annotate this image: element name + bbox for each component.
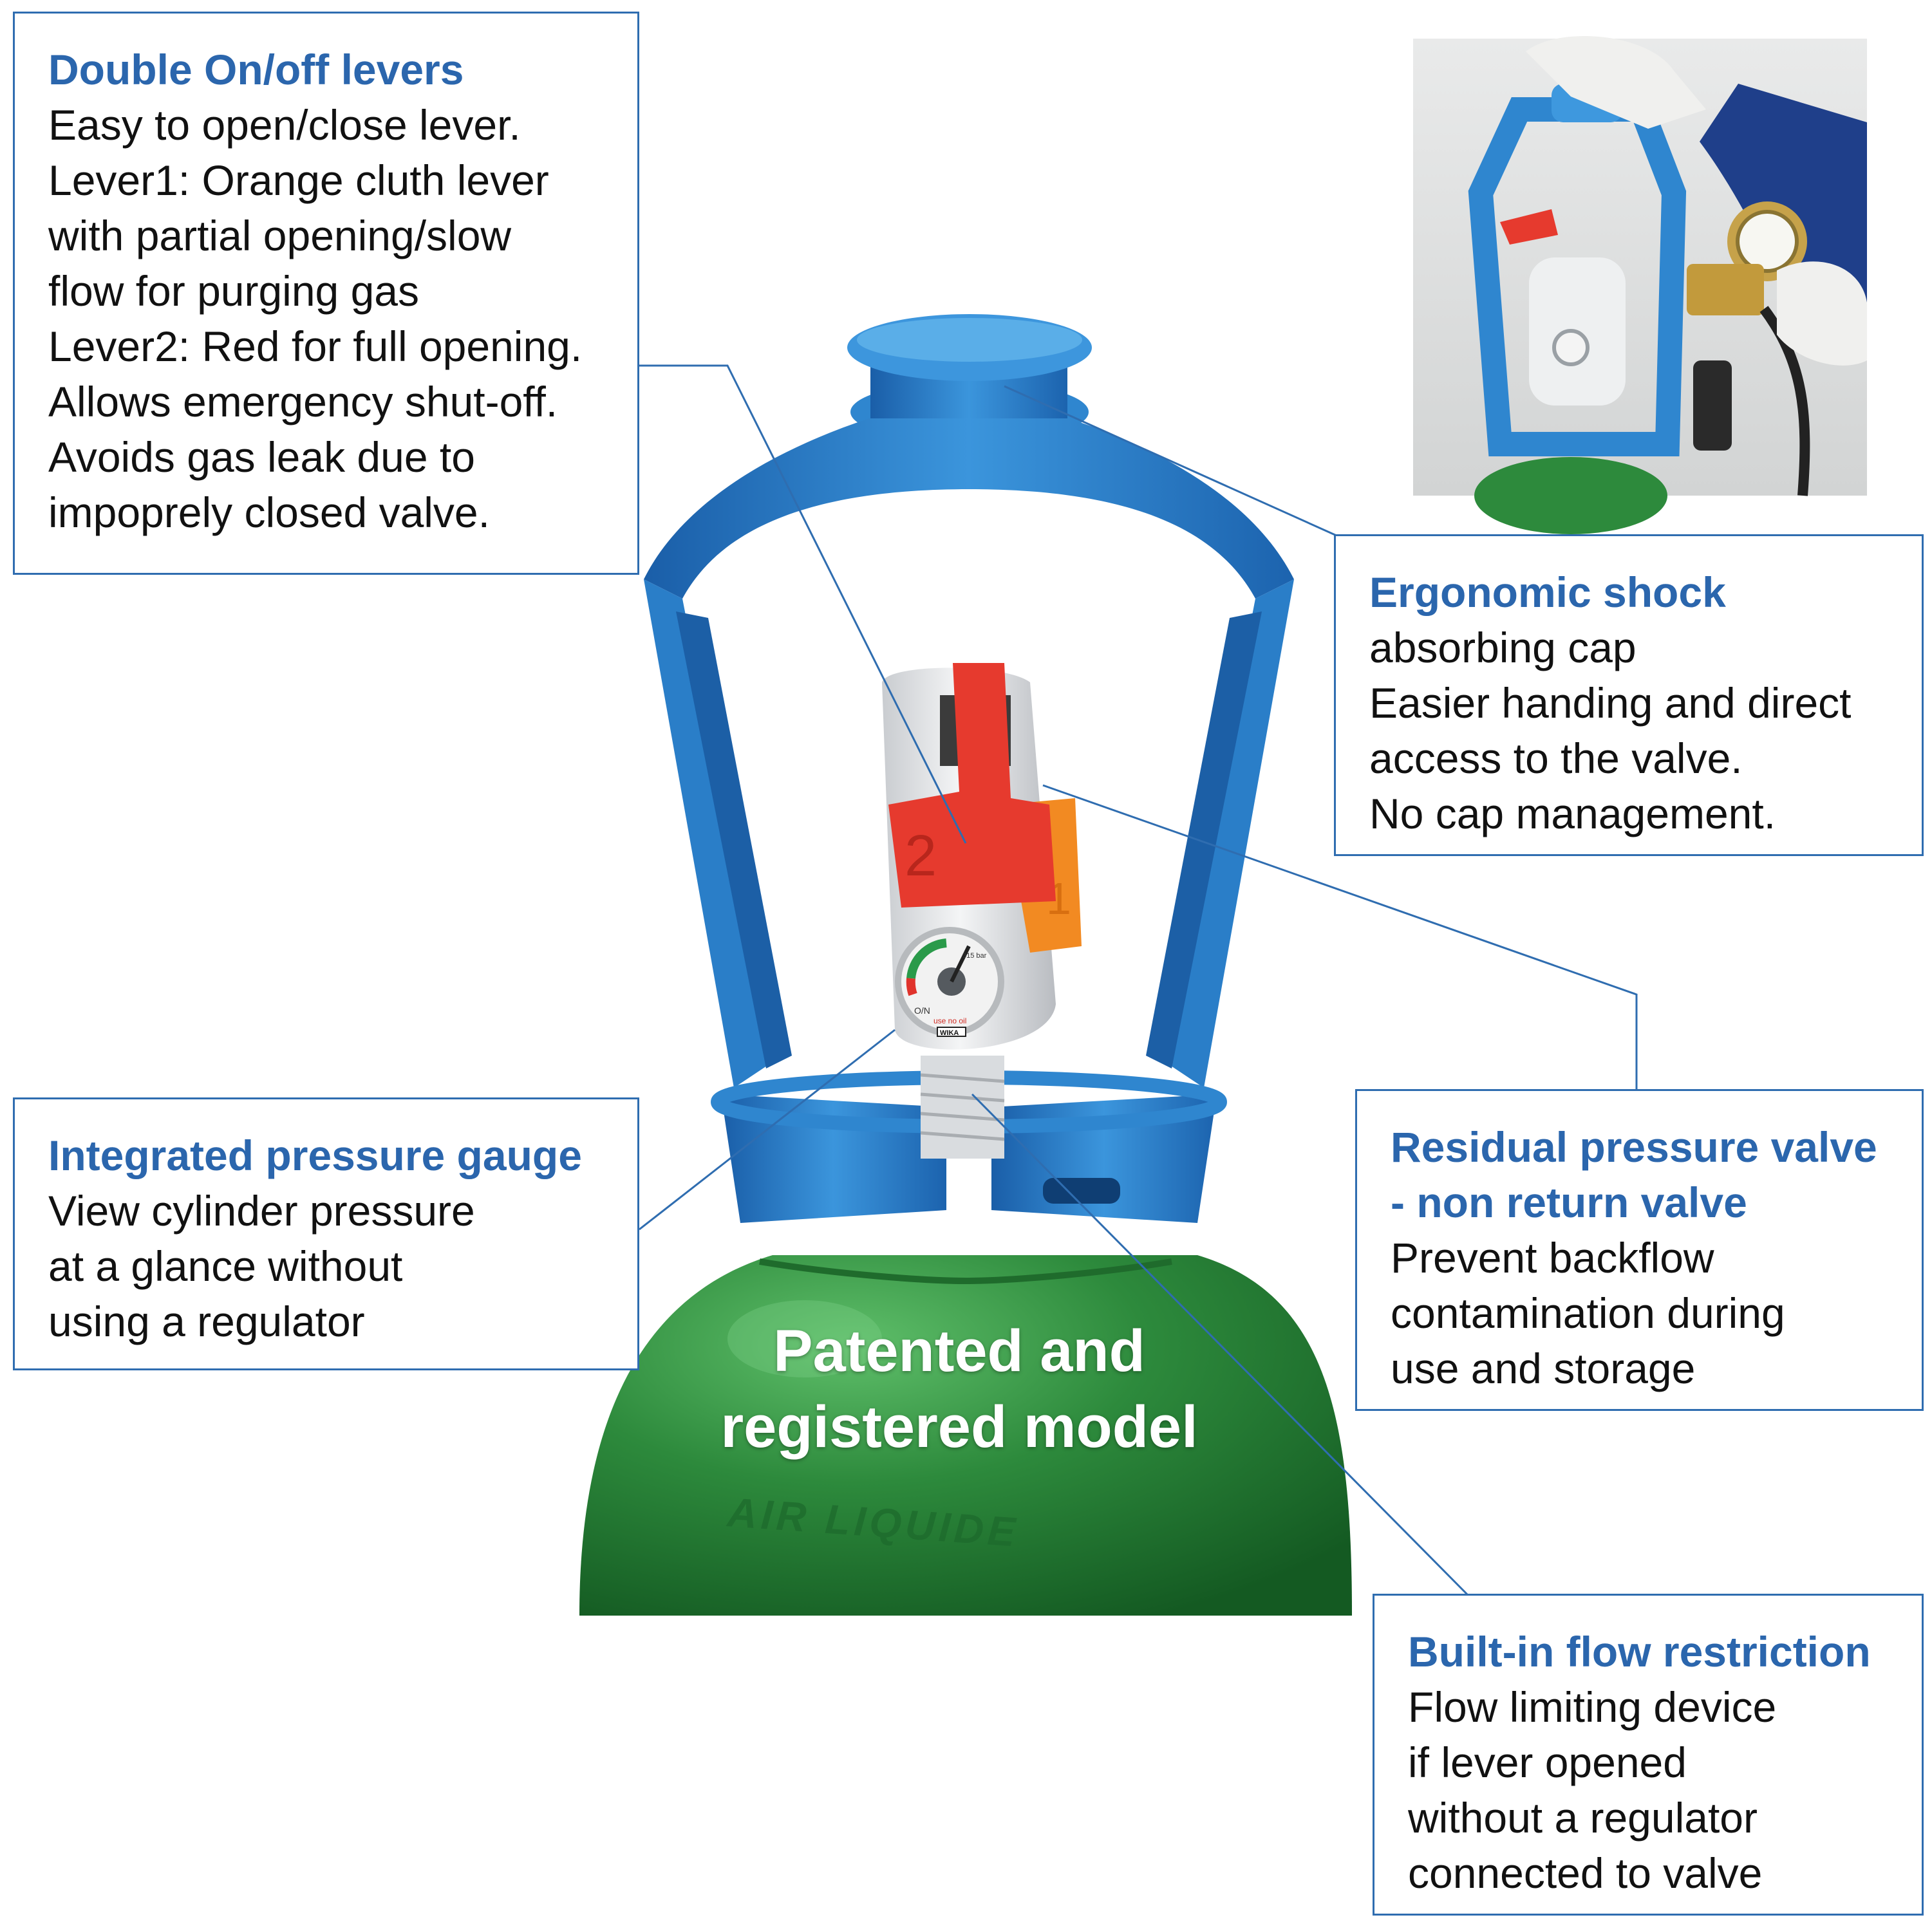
callout-line: flow for purging gas — [48, 267, 419, 315]
valve: 1 2 O/N 315 bar use no oil WIKA — [882, 663, 1082, 1159]
leader-ergonomic-cap — [1004, 385, 1337, 537]
callout-pressure-gauge: Integrated pressure gauge View cylinder … — [13, 1097, 639, 1370]
callout-line: contamination during — [1391, 1289, 1785, 1337]
patent-line-2: registered model — [720, 1394, 1198, 1460]
callout-line: Flow limiting device — [1408, 1683, 1777, 1731]
callout-title: Residual pressure valve — [1391, 1123, 1877, 1171]
leader-flow-restriction — [971, 1093, 1469, 1596]
callout-line: use and storage — [1391, 1345, 1696, 1392]
callout-line: using a regulator — [48, 1298, 365, 1345]
patent-line-1: Patented and — [773, 1318, 1145, 1384]
callout-line: Easy to open/close lever. — [48, 101, 521, 149]
callout-line: access to the valve. — [1369, 734, 1743, 782]
callout-line: No cap management. — [1369, 790, 1776, 837]
callout-title: Double On/off levers — [48, 46, 464, 93]
callout-line: at a glance without — [48, 1242, 403, 1290]
callout-title: - non return valve — [1391, 1179, 1747, 1226]
callout-title: Integrated pressure gauge — [48, 1132, 582, 1179]
red-lever: 2 — [888, 663, 1056, 908]
callout-line: with partial opening/slow — [48, 212, 512, 259]
callout-line: impoprely closed valve. — [48, 489, 490, 536]
callout-line: absorbing cap — [1369, 624, 1637, 671]
leader-double-levers — [639, 364, 967, 844]
leader-lines — [639, 364, 1638, 1596]
callout-title: Built-in flow restriction — [1408, 1628, 1871, 1675]
callout-flow-restriction: Built-in flow restriction Flow limiting … — [1373, 1594, 1924, 1916]
callout-double-levers: Double On/off levers Easy to open/close … — [13, 12, 639, 575]
callout-line: View cylinder pressure — [48, 1187, 475, 1235]
callout-line: if lever opened — [1408, 1739, 1687, 1786]
protective-cap — [644, 314, 1294, 1223]
inset-photo — [1413, 36, 1867, 534]
lever2-number: 2 — [905, 824, 937, 888]
gauge-on-label: O/N — [914, 1005, 930, 1016]
gauge-max-label: 315 bar — [962, 952, 987, 960]
gauge-brand: WIKA — [940, 1029, 959, 1037]
callout-line: without a regulator — [1408, 1794, 1758, 1842]
callout-line: Lever2: Red for full opening. — [48, 322, 583, 370]
callout-line: Allows emergency shut-off. — [48, 378, 558, 425]
callout-line: Prevent backflow — [1391, 1234, 1714, 1282]
gas-cylinder: AIR LIQUIDE — [579, 1255, 1352, 1616]
callout-line: Lever1: Orange cluth lever — [48, 156, 549, 204]
callout-line: Easier handing and direct — [1369, 679, 1852, 727]
leader-pressure-gauge — [639, 1029, 896, 1231]
callout-title: Ergonomic shock — [1369, 568, 1726, 616]
callout-ergonomic-cap: Ergonomic shock absorbing cap Easier han… — [1334, 534, 1924, 856]
gauge-warning: use no oil — [933, 1016, 966, 1025]
leader-residual-valve — [1042, 784, 1638, 1091]
callout-line: connected to valve — [1408, 1849, 1763, 1897]
callout-residual-valve: Residual pressure valve - non return val… — [1355, 1089, 1924, 1411]
callout-line: Avoids gas leak due to — [48, 433, 475, 481]
pressure-gauge-dial: O/N 315 bar use no oil WIKA — [895, 927, 1004, 1037]
patent-overlay: Patented and registered model — [702, 1313, 1217, 1465]
